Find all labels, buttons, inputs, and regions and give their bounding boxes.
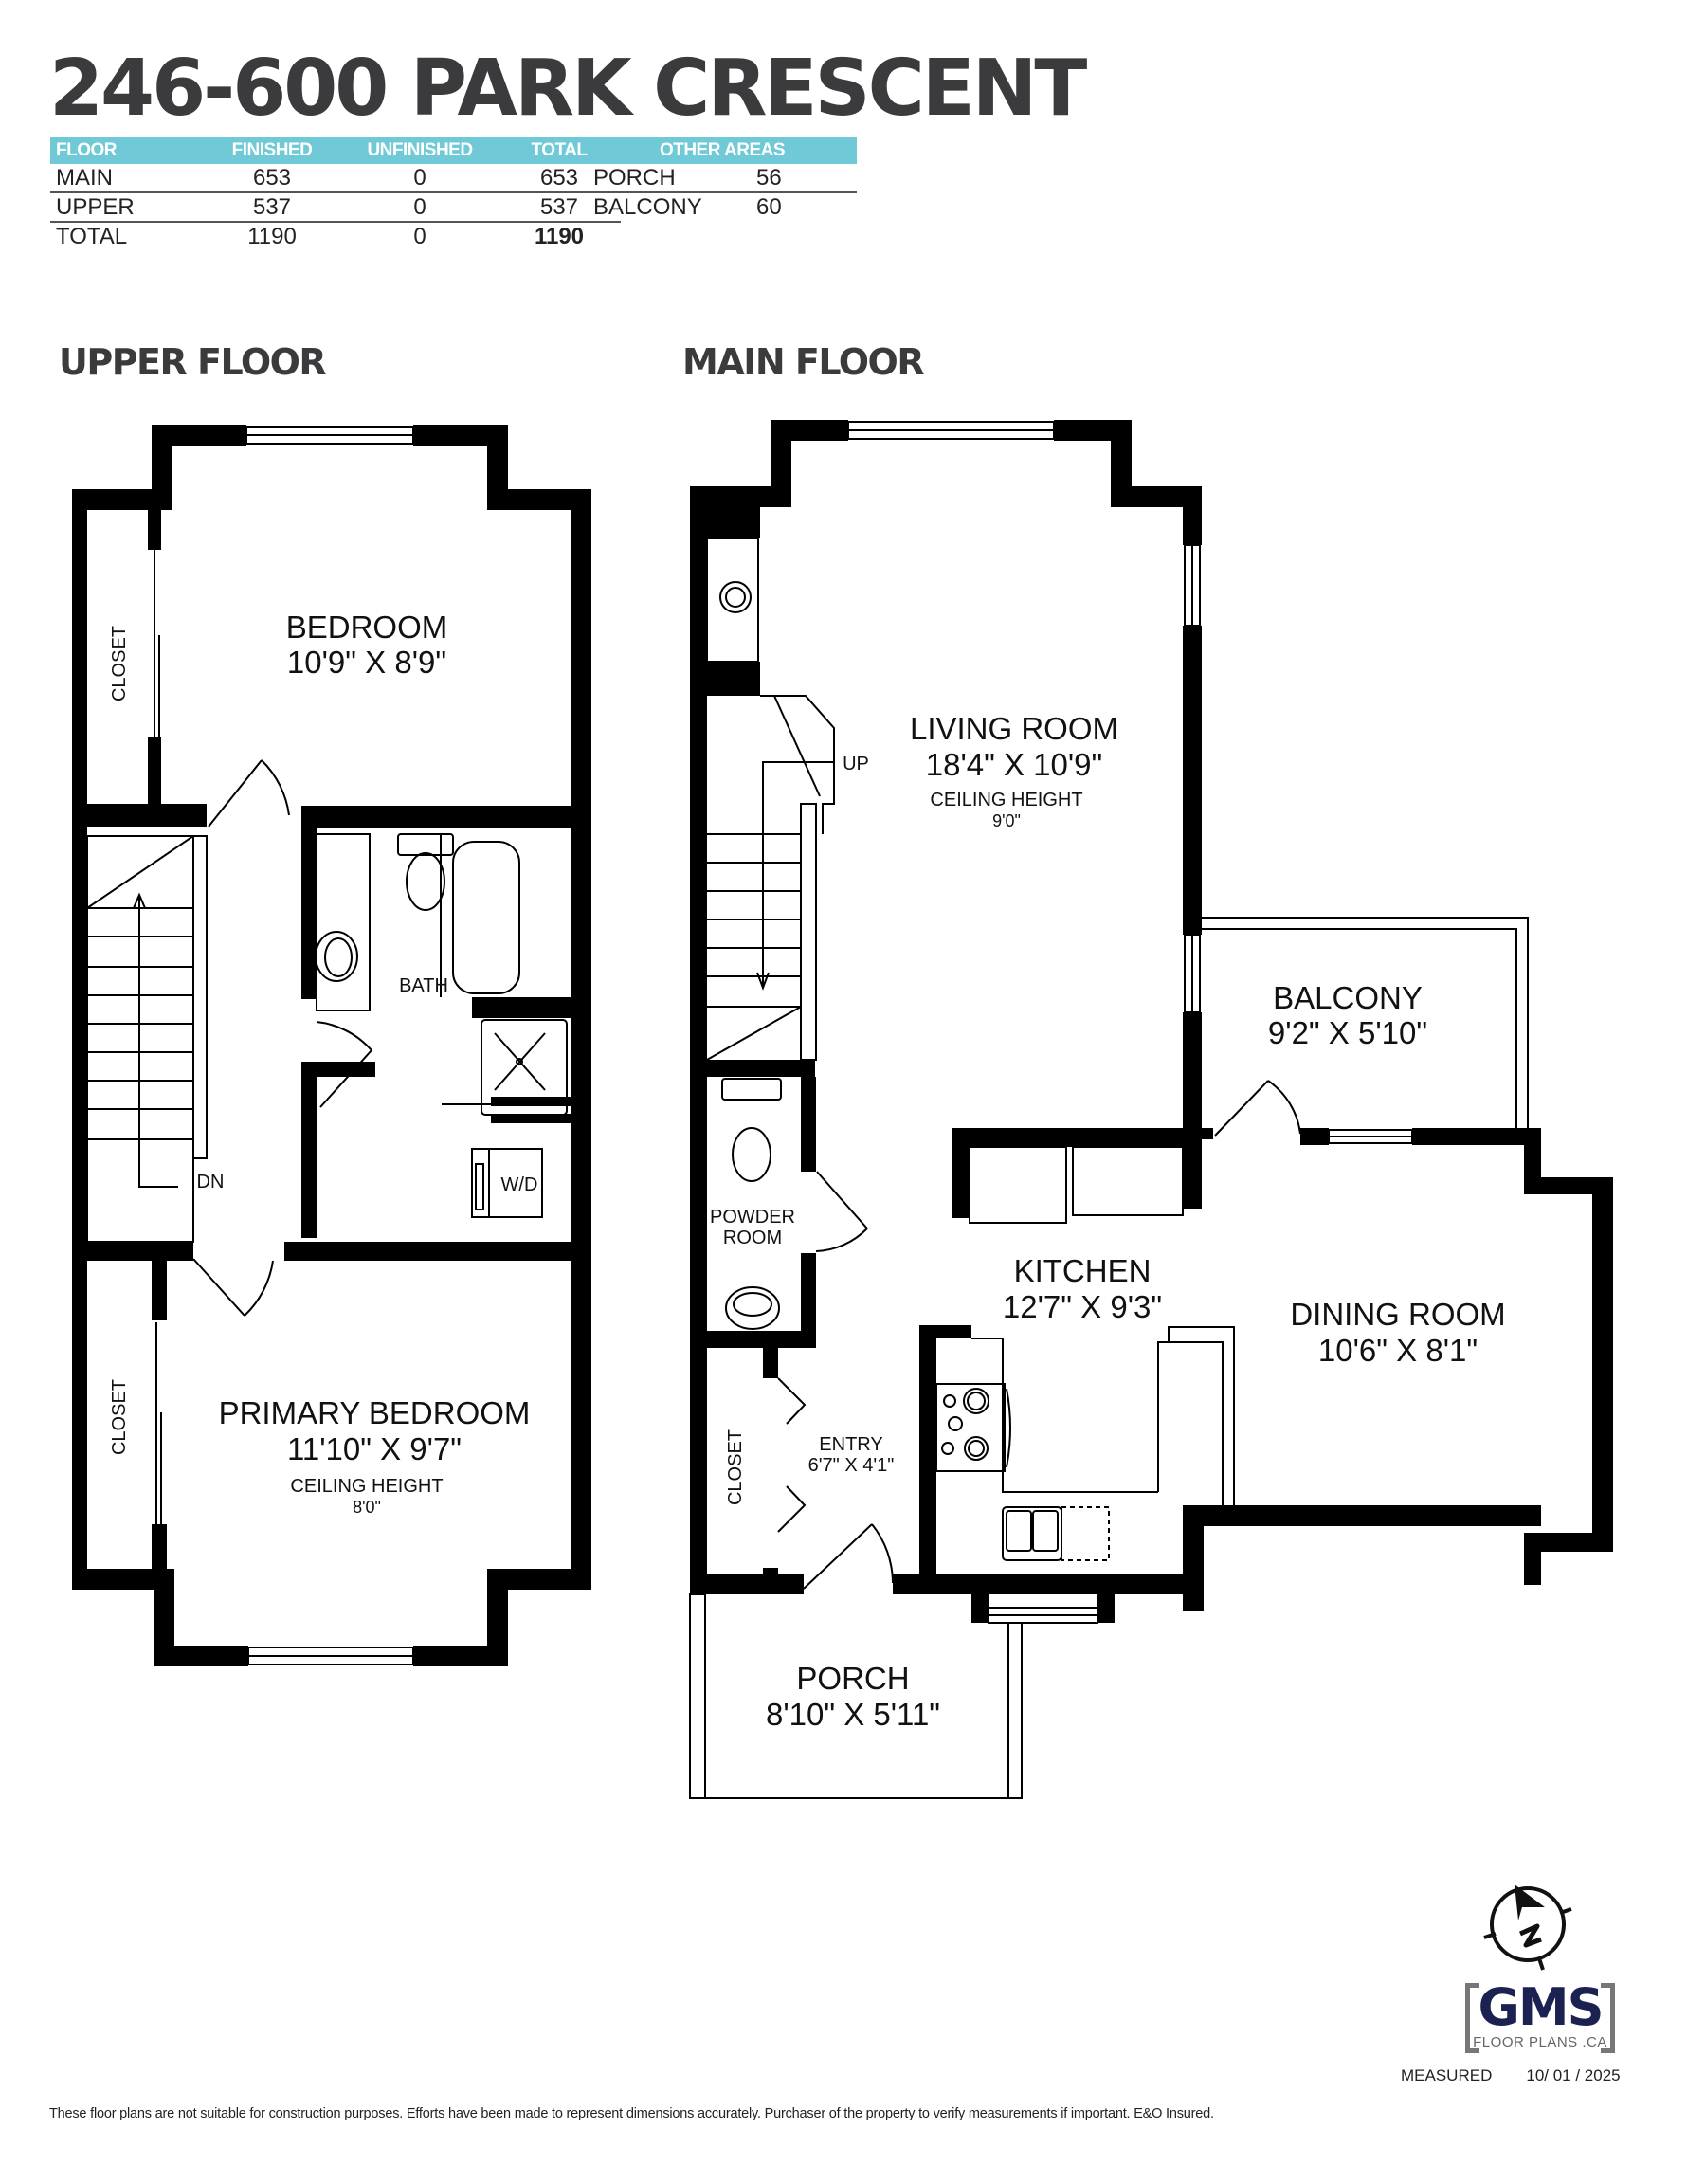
stairs-down-label: DN [197,1172,225,1192]
wd-label: W/D [501,1174,538,1195]
cell-unfinished: 0 [342,192,498,223]
brand-name: GMS [1464,1979,1616,2053]
porch-name: PORCH [796,1661,909,1696]
cell-finished: 653 [202,164,342,193]
measured-label: MEASURED [1401,2066,1493,2084]
ceiling-height-label: CEILING HEIGHT [930,790,1082,810]
dining-room-dims: 10'6" X 8'1" [1318,1333,1478,1368]
cell-unfinished: 0 [413,223,426,249]
living-room-dims: 18'4" X 10'9" [926,747,1103,782]
page-title: 246-600 PARK CRESCENT [49,44,1087,134]
ceiling-height-value: 9'0" [992,811,1021,830]
entry-dims: 6'7" X 4'1" [808,1455,895,1476]
table-header-row: OTHER AREAS [588,137,857,164]
other-areas-table: OTHER AREAS PORCH 56 BALCONY 60 [588,137,857,221]
cell-unfinished: 0 [342,164,498,193]
table-row: TOTAL 1190 0 1190 [50,222,621,250]
disclaimer-text: These floor plans are not suitable for c… [49,2106,1214,2121]
cell-total: 537 [498,192,621,223]
brand-subtitle: FLOOR PLANS .CA [1473,2034,1607,2050]
primary-bedroom-name: PRIMARY BEDROOM [219,1395,531,1430]
dining-room-name: DINING ROOM [1290,1297,1505,1332]
table-row: UPPER 537 0 537 [50,192,621,223]
powder-room-name: ROOM [723,1228,782,1248]
cell-area-value: 60 [756,193,782,220]
closet-label: CLOSET [109,1379,130,1455]
table-row: MAIN 653 0 653 [50,164,621,193]
cell-floor: TOTAL [56,223,128,249]
entry-name: ENTRY [819,1434,882,1455]
kitchen-dims: 12'7" X 9'3" [1003,1289,1162,1324]
main-floor-heading: MAIN FLOOR [682,341,925,383]
column-header: FINISHED [202,137,342,164]
measured-value: 10/ 01 / 2025 [1526,2066,1621,2084]
main-floor-labels: LIVING ROOM 18'4" X 10'9" CEILING HEIGHT… [710,711,1506,1732]
column-header: OTHER AREAS [588,137,857,164]
closet-label: CLOSET [109,626,130,701]
ceiling-height-label: CEILING HEIGHT [290,1476,443,1497]
column-header: UNFINISHED [342,137,498,164]
area-summary-table: FLOOR FINISHED UNFINISHED TOTAL MAIN 653… [50,137,621,250]
gms-logo: GMS FLOOR PLANS .CA [1445,1896,1635,2053]
bedroom-name: BEDROOM [286,610,448,645]
bedroom-dims: 10'9" X 8'9" [287,645,446,680]
table-row: BALCONY 60 [588,192,857,221]
main-floor-plan [690,420,1613,1623]
column-header: FLOOR [50,137,202,164]
primary-bedroom-dims: 11'10" X 9'7" [287,1431,462,1466]
kitchen-name: KITCHEN [1014,1253,1152,1288]
closet-label: CLOSET [725,1429,746,1505]
north-arrow-compass-icon [1483,1884,1572,1971]
cell-area-name: BALCONY [593,193,702,220]
balcony-name: BALCONY [1273,980,1423,1015]
upper-floor-heading: UPPER FLOOR [59,341,327,383]
cell-floor: MAIN [50,164,202,193]
upper-floor-fixtures [86,426,568,1665]
bath-label: BATH [399,975,448,996]
stairs-up-label: UP [843,754,869,774]
powder-room-name: POWDER [710,1207,795,1228]
cell-floor: UPPER [50,192,202,223]
cell-finished: 1190 [247,223,297,249]
measured-date: MEASURED 10/ 01 / 2025 [1401,2066,1621,2085]
upper-floor-labels: BEDROOM 10'9" X 8'9" CLOSET BATH W/D DN … [109,610,537,1517]
table-header-row: FLOOR FINISHED UNFINISHED TOTAL [50,137,621,164]
living-room-name: LIVING ROOM [910,711,1118,746]
main-floor-fixtures [689,421,1529,1799]
cell-area-name: PORCH [588,164,751,193]
porch-dims: 8'10" X 5'11" [766,1697,940,1732]
ceiling-height-value: 8'0" [353,1498,381,1517]
balcony-dims: 9'2" X 5'10" [1268,1015,1427,1050]
cell-area-value: 56 [751,164,857,193]
table-row: PORCH 56 [588,164,857,193]
upper-floor-plan [72,425,591,1666]
cell-finished: 537 [202,192,342,223]
cell-total: 1190 [534,223,585,249]
